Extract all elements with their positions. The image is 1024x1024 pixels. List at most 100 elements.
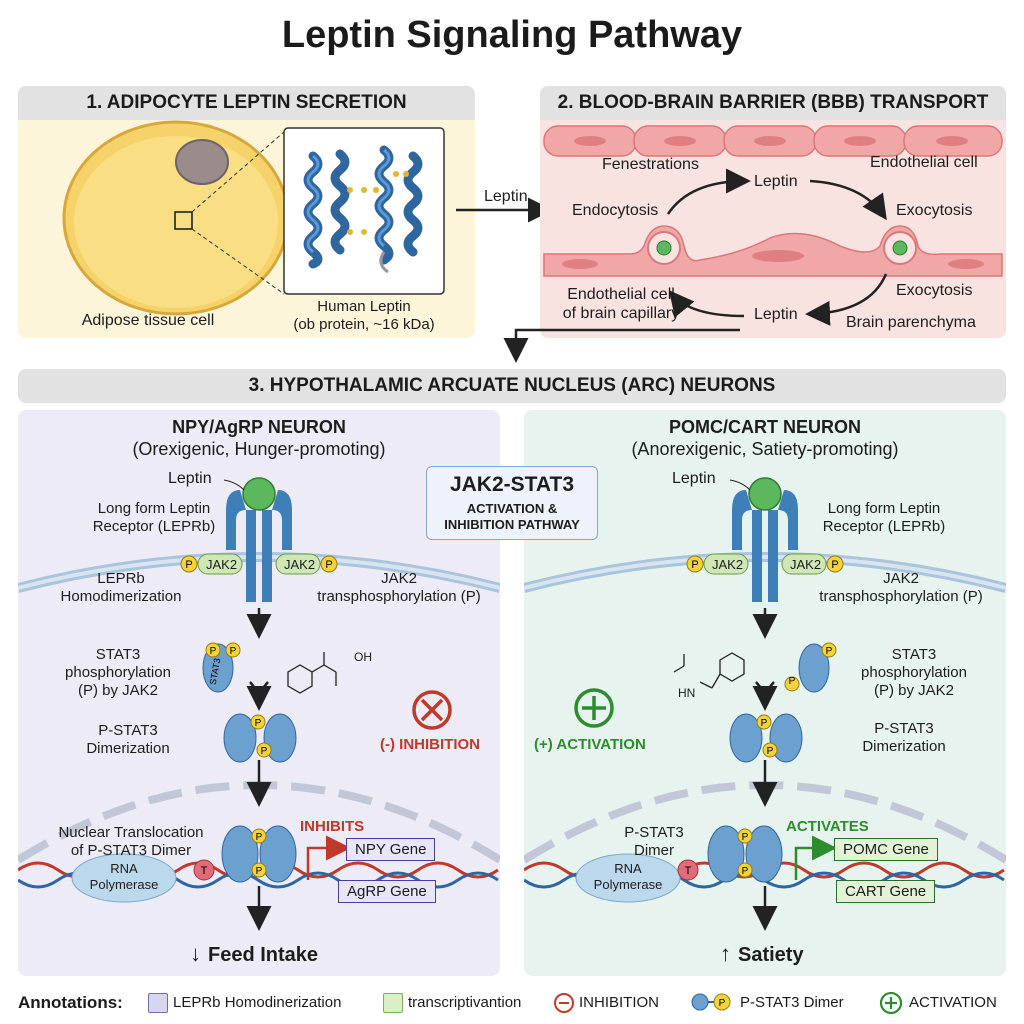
svg-text:P: P xyxy=(789,676,796,687)
svg-text:P: P xyxy=(325,559,332,571)
legend-swatch-transcription xyxy=(383,993,403,1013)
svg-text:P: P xyxy=(761,718,768,729)
capillary-cell-label-2: of brain capillary xyxy=(562,305,680,322)
panel-arc-header-bar: 3. HYPOTHALAMIC ARCUATE NUCLEUS (ARC) NE… xyxy=(18,369,1006,403)
pomc-jak2-left: JAK2 xyxy=(712,557,744,572)
pomc-activation-label: (+) ACTIVATION xyxy=(534,736,646,753)
svg-text:P: P xyxy=(831,559,838,571)
panel-adipocyte-header: 1. ADIPOCYTE LEPTIN SECRETION xyxy=(18,86,475,120)
npy-leptin-label: Leptin xyxy=(168,470,212,487)
leptin-top-label: Leptin xyxy=(754,173,798,190)
leptin-bottom-label: Leptin xyxy=(754,306,798,323)
bbb-illustration xyxy=(543,125,1003,326)
panel-bbb: 2. BLOOD-BRAIN BARRIER (BBB) TRANSPORT F… xyxy=(540,86,1006,338)
svg-text:P: P xyxy=(210,646,217,657)
pomc-dimer-label-1: P-STAT3 xyxy=(874,720,934,737)
npy-receptor-label-1: Long form Leptin xyxy=(97,500,211,517)
npy-stat3-phos-3: (P) by JAK2 xyxy=(77,682,159,699)
pomc-stat3-phos-3: (P) by JAK2 xyxy=(873,682,955,699)
svg-text:P: P xyxy=(691,559,698,571)
svg-text:P: P xyxy=(261,746,268,757)
pomc-leptin-label: Leptin xyxy=(672,470,716,487)
page-title: Leptin Signaling Pathway xyxy=(281,14,743,56)
legend-label-homodimer: LEPRb Homodinerization xyxy=(173,994,342,1011)
svg-text:P: P xyxy=(719,998,726,1009)
pomc-outcome-arrow: ↑ xyxy=(720,941,731,966)
svg-text:P: P xyxy=(742,832,749,843)
svg-text:P: P xyxy=(826,646,833,657)
npy-homodimer-label-1: LEPRb xyxy=(97,570,145,587)
center-box-sub-2: INHIBITION PATHWAY xyxy=(444,517,580,532)
svg-text:STAT3: STAT3 xyxy=(208,657,222,685)
exocytosis-top-label: Exocytosis xyxy=(896,202,973,219)
pomc-pstat-label-2: Dimer xyxy=(634,842,674,859)
endocytosis-label: Endocytosis xyxy=(572,202,659,219)
activation-legend-icon xyxy=(879,991,903,1015)
npy-dimer-label-1: P-STAT3 xyxy=(98,722,158,739)
npy-homodimer-label-2: Homodimerization xyxy=(60,588,182,605)
pomc-transphos-label-2: transphosphorylation (P) xyxy=(819,588,983,605)
svg-text:T: T xyxy=(685,865,692,877)
center-box-title: JAK2-STAT3 xyxy=(449,473,575,496)
legend-label-transcription: transcriptivantion xyxy=(408,994,522,1011)
pomc-stat3-phos-2: phosphorylation xyxy=(861,664,967,681)
pstat3-dimer-legend-icon: P xyxy=(691,993,731,1011)
npy-inhibition-label: (-) INHIBITION xyxy=(380,736,480,753)
npy-nuclear-label-2: of P-STAT3 Dimer xyxy=(70,842,192,859)
svg-text:P: P xyxy=(742,866,749,877)
pomc-outcome-label: Satiety xyxy=(738,944,804,966)
panel-adipocyte: 1. ADIPOCYTE LEPTIN SECRETION Adipose ti… xyxy=(18,86,475,338)
npy-rna-label-2: Polymerase xyxy=(89,877,159,892)
npy-gene-box: NPY Gene xyxy=(346,838,436,861)
leptin-transfer-arrow xyxy=(456,197,553,223)
pomc-receptor-label-2: Receptor (LEPRb) xyxy=(822,518,946,535)
svg-text:P: P xyxy=(256,866,263,877)
npy-jak2-right: JAK2 xyxy=(284,557,316,572)
svg-text:P: P xyxy=(255,718,262,729)
npy-receptor-label-2: Receptor (LEPRb) xyxy=(92,518,216,535)
legend-swatch-homodimer xyxy=(148,993,168,1013)
npy-outcome-arrow: ↓ xyxy=(190,941,201,966)
svg-text:T: T xyxy=(201,865,208,877)
pomc-hn-label: HN xyxy=(678,686,696,700)
protein-box xyxy=(283,127,445,295)
svg-text:P: P xyxy=(185,559,192,571)
npy-pathway-illustration: P P P P STAT3 P P P xyxy=(18,477,500,931)
pomc-pstat-label-1: P-STAT3 xyxy=(624,824,684,841)
jak2-stat3-center-box: JAK2-STAT3 ACTIVATION & INHIBITION PATHW… xyxy=(426,466,598,540)
inhibition-legend-icon xyxy=(554,993,574,1013)
panel-arc-header: 3. HYPOTHALAMIC ARCUATE NUCLEUS (ARC) NE… xyxy=(18,369,1006,403)
zoom-box xyxy=(174,211,193,230)
pomc-transphos-label-1: JAK2 xyxy=(883,570,919,587)
adipocyte-illustration xyxy=(62,120,445,316)
svg-text:P: P xyxy=(230,646,237,657)
panel-pomc-neuron: P P P P P P P P T POMC xyxy=(524,410,1006,976)
endothelial-cell-label: Endothelial cell xyxy=(870,154,978,171)
npy-jak2-left: JAK2 xyxy=(206,557,238,572)
panel-bbb-header: 2. BLOOD-BRAIN BARRIER (BBB) TRANSPORT xyxy=(540,86,1006,120)
npy-stat3-phos-2: phosphorylation xyxy=(65,664,171,681)
npy-dimer-label-2: Dimerization xyxy=(86,740,170,757)
adipocyte-nucleus xyxy=(175,139,229,185)
legend-label-inhibition: INHIBITION xyxy=(579,994,660,1011)
exocytosis-bottom-label: Exocytosis xyxy=(896,282,973,299)
leptin-transfer-label: Leptin xyxy=(484,188,528,205)
pomc-rna-label-2: Polymerase xyxy=(593,877,663,892)
legend-label-activation: ACTIVATION xyxy=(909,994,997,1011)
adipose-cell-label: Adipose tissue cell xyxy=(81,312,215,329)
center-box-sub-1: ACTIVATION & xyxy=(466,501,558,516)
fenestrations-label: Fenestrations xyxy=(602,156,699,173)
pomc-pathway-illustration: P P P P P P P P T xyxy=(524,477,1006,931)
npy-rna-label-1: RNA xyxy=(110,861,138,876)
capillary-cell-label-1: Endothelial cell xyxy=(567,286,675,303)
pomc-neuron-subtitle: (Anorexigenic, Satiety-promoting) xyxy=(631,439,899,459)
npy-transphos-label-2: transphosphorylation (P) xyxy=(317,588,481,605)
pomc-stat3-phos-1: STAT3 xyxy=(891,646,937,663)
connector-arrow xyxy=(503,328,740,363)
npy-inhibits-label: INHIBITS xyxy=(300,818,365,835)
npy-oh-label: OH xyxy=(354,650,372,664)
ob-protein-label: (ob protein, ~16 kDa) xyxy=(293,316,435,333)
legend-label-pstat3: P-STAT3 Dimer xyxy=(740,994,844,1011)
agrp-gene-box: AgRP Gene xyxy=(338,880,436,903)
npy-outcome-label: Feed Intake xyxy=(208,944,319,966)
